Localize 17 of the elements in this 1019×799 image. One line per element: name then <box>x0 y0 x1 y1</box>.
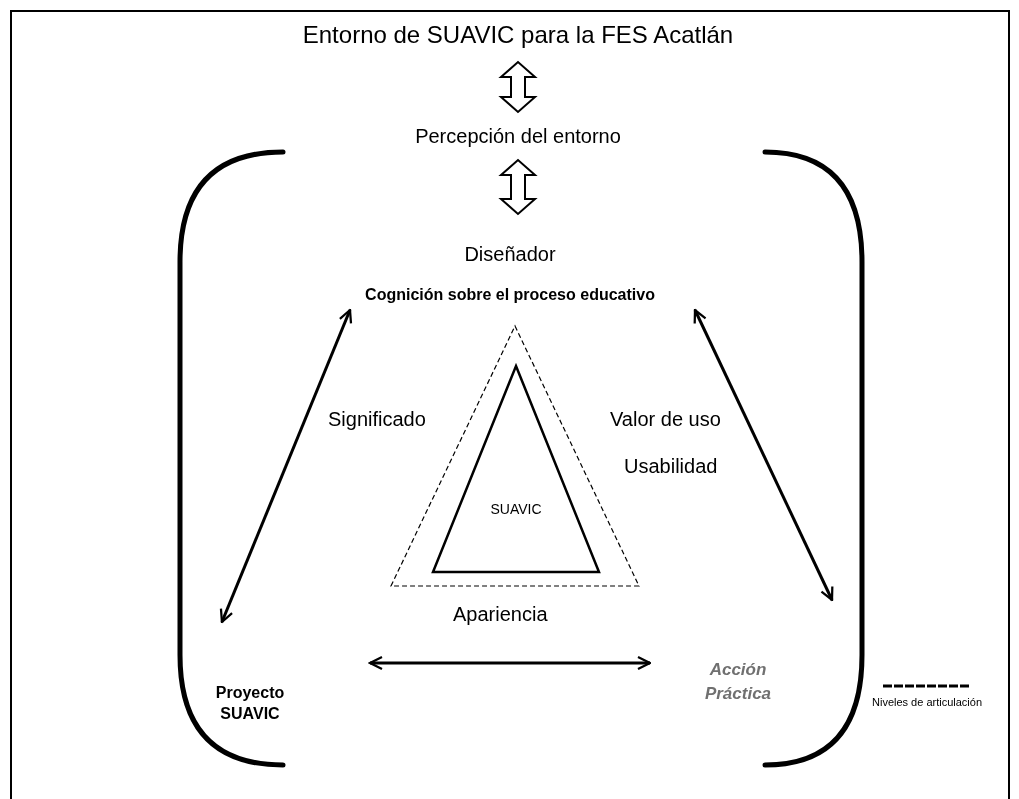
node-heading: Diseñador <box>464 242 556 267</box>
relation-label: Valor de uso <box>610 407 721 432</box>
relation-label: Significado <box>328 407 426 432</box>
double-arrow <box>219 308 353 624</box>
node-label: Acción Práctica <box>703 659 773 705</box>
double-arrow <box>368 655 652 671</box>
relation-label: Apariencia <box>453 602 548 627</box>
node-label: Proyecto SUAVIC <box>214 683 286 724</box>
node-label: Percepción del entorno <box>415 123 621 149</box>
hollow-double-arrow <box>498 60 538 114</box>
legend-label: Niveles de articulación <box>872 695 983 710</box>
node-label: Entorno de SUAVIC para la FES Acatlán <box>302 20 734 50</box>
hollow-double-arrow <box>498 158 538 216</box>
relation-label: Usabilidad <box>624 454 718 479</box>
node-label: SUAVIC <box>490 499 542 519</box>
double-arrow <box>693 308 834 602</box>
node-label: Cognición sobre el proceso educativo <box>365 285 655 305</box>
